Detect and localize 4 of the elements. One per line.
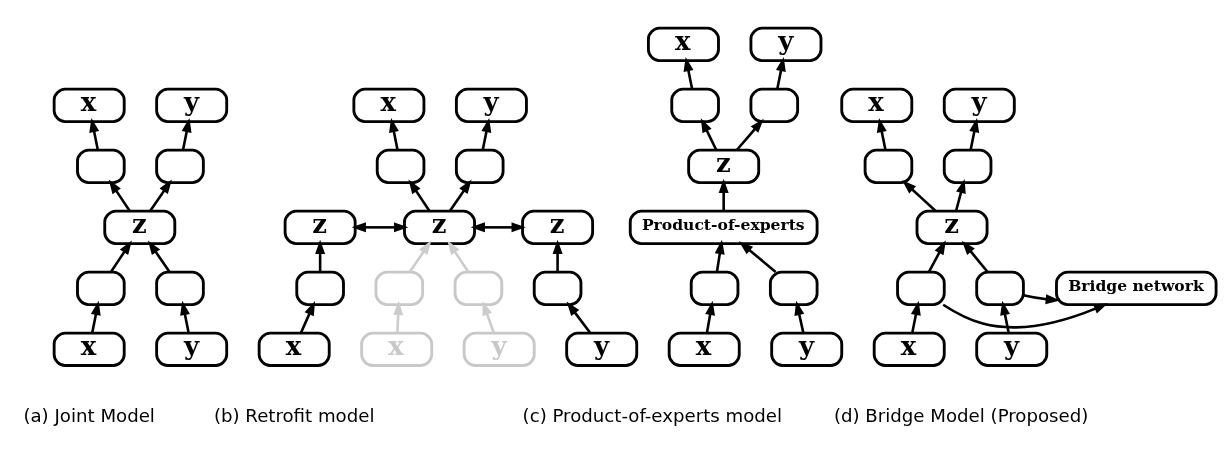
- label: (a) Joint Model: [23, 405, 155, 427]
- label: (b) Retrofit model: [213, 405, 375, 427]
- label: (d) Bridge Model (Proposed): [833, 405, 1089, 427]
- label: (c) Product-of-experts model: [522, 405, 783, 427]
